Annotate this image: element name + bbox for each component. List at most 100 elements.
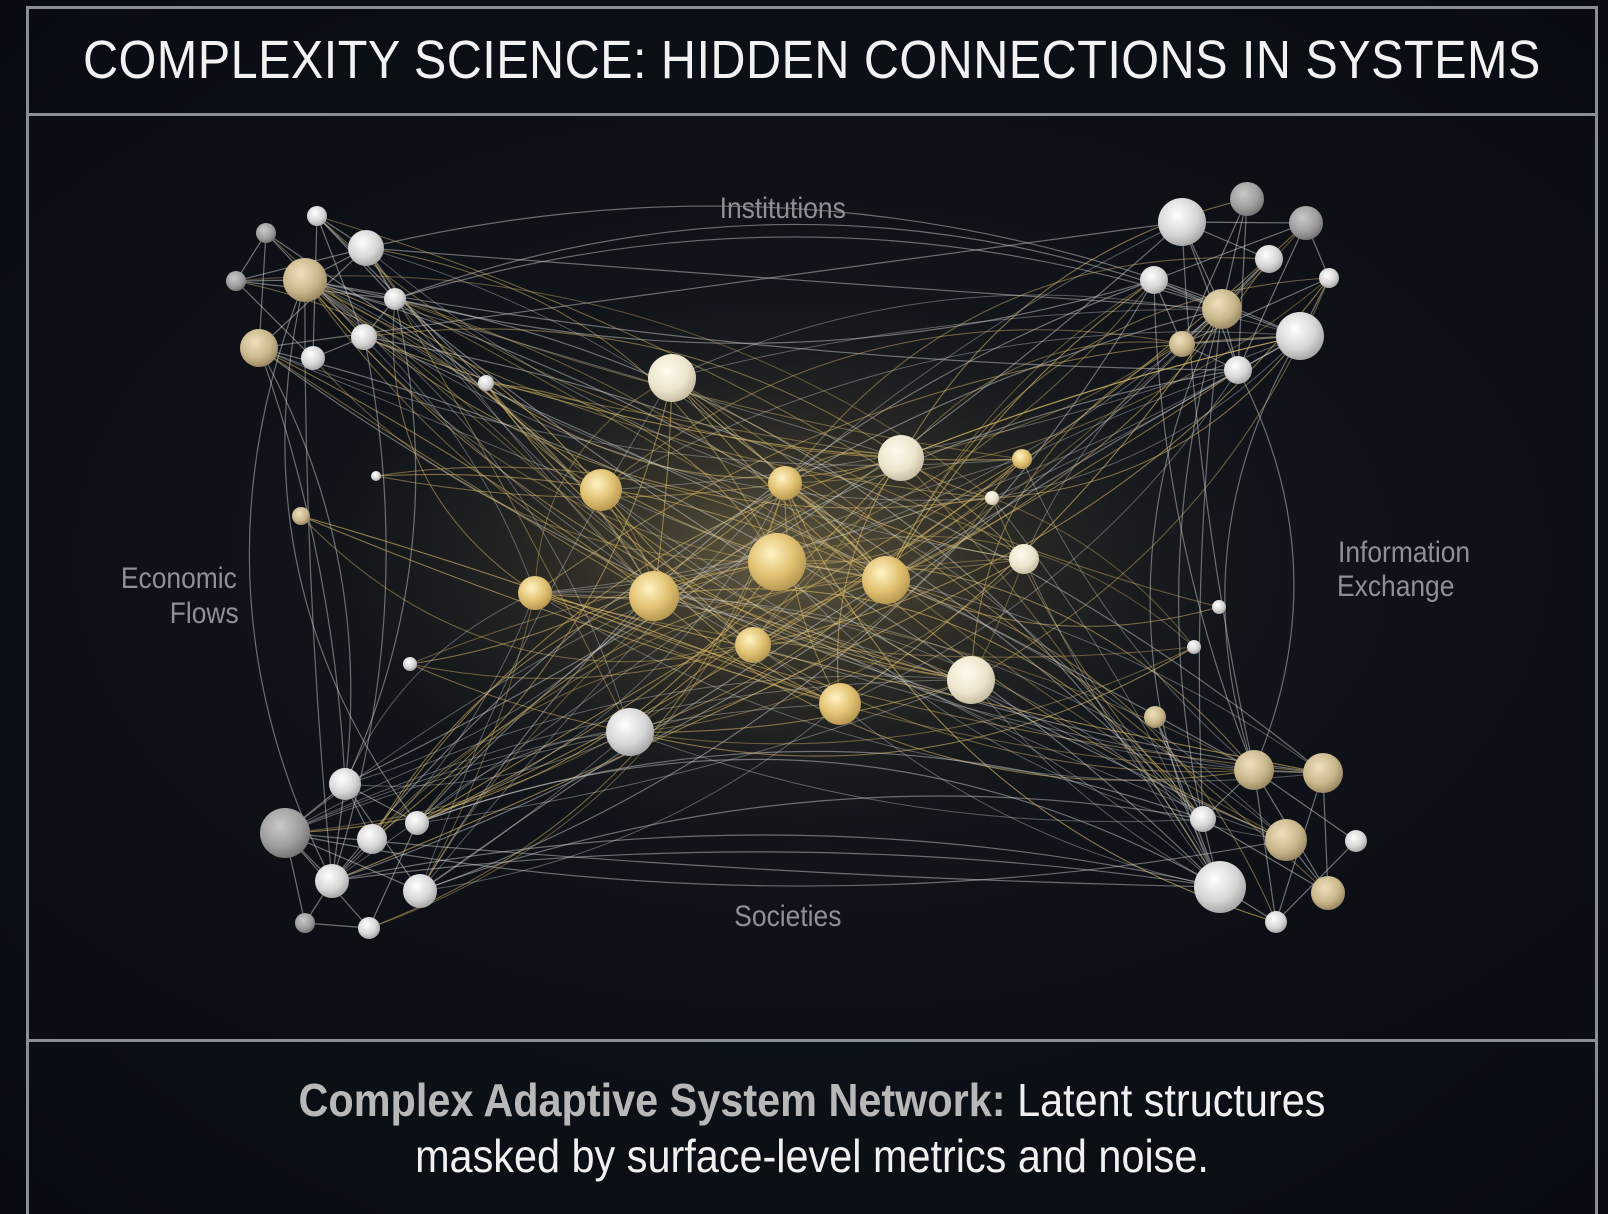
network-edge [419, 457, 902, 892]
network-edge [776, 458, 1023, 565]
network-edge [784, 257, 1270, 484]
network-node [1255, 245, 1283, 273]
page-title: COMPLEXITY SCIENCE: HIDDEN CONNECTIONS I… [83, 29, 1541, 90]
network-edge [752, 644, 1255, 773]
network-edge [331, 308, 1223, 882]
network-edge [1178, 308, 1223, 888]
network-edge [258, 347, 655, 597]
network-node [1234, 750, 1274, 790]
network-edge [371, 457, 902, 840]
network-node [947, 656, 995, 704]
label-institutions: Institutions [719, 192, 846, 225]
network-edge [534, 592, 1324, 774]
network-edge [409, 663, 631, 733]
label-flows: Flows [169, 597, 239, 630]
network-edge [671, 377, 1329, 894]
network-edge [900, 222, 1307, 459]
network-edge [419, 703, 841, 892]
network-edge [784, 482, 972, 681]
network-edge [235, 280, 655, 597]
network-edge [344, 731, 631, 787]
network-node [371, 471, 381, 481]
title-bar: COMPLEXITY SCIENCE: HIDDEN CONNECTIONS I… [26, 6, 1598, 116]
network-edge [304, 279, 602, 491]
network-node [518, 576, 552, 610]
network-node [240, 329, 278, 367]
network-edge [885, 579, 1220, 627]
network-edge [900, 341, 1183, 459]
network-edge [304, 279, 993, 509]
network-edge [1181, 198, 1248, 345]
network-edge [629, 731, 1204, 823]
network-edge [885, 579, 1287, 841]
network-edge [629, 646, 1195, 757]
network-edge [258, 347, 778, 563]
network-edge [394, 298, 887, 581]
network-node [1158, 198, 1206, 246]
network-node [1289, 206, 1323, 240]
network-edge [653, 279, 1155, 597]
network-node [301, 346, 325, 370]
network-edge [416, 458, 1023, 824]
node-layer [226, 182, 1367, 939]
network-node [358, 917, 380, 939]
network-edge [1153, 222, 1307, 281]
network-edge [534, 592, 1324, 774]
network-edge [534, 592, 841, 705]
network-edge [839, 703, 1221, 888]
network-edge [416, 482, 786, 824]
network-edge [416, 579, 887, 824]
network-edge [776, 560, 1255, 771]
network-edge [300, 515, 754, 663]
network-node [768, 466, 802, 500]
network-edge [836, 457, 902, 705]
network-node [1190, 806, 1216, 832]
network-edge [284, 675, 972, 834]
network-edge [885, 579, 1277, 923]
network-edge [600, 489, 1255, 771]
network-edge [371, 561, 778, 840]
network-edge [600, 489, 841, 705]
network-node [403, 657, 417, 671]
network-edge [991, 497, 1195, 648]
network-node [878, 435, 924, 481]
network-edge [284, 279, 418, 824]
network-edge [394, 298, 841, 705]
network-edge [629, 646, 1195, 745]
network-node [606, 708, 654, 756]
network-edge [1021, 369, 1239, 460]
network-edge [485, 382, 902, 479]
label-economic: Economic [120, 562, 237, 595]
network-edge [419, 731, 631, 892]
network-node [1345, 830, 1367, 852]
network-edge [265, 232, 487, 384]
network-edge [394, 298, 1023, 460]
network-edge [416, 679, 972, 824]
network-edge [534, 592, 1195, 658]
label-societies: Societies [734, 900, 842, 933]
network-node [1276, 312, 1324, 360]
network-edge [371, 644, 754, 840]
network-edge [416, 458, 1023, 824]
network-edge [365, 247, 1223, 310]
network-node [1230, 182, 1264, 216]
network-node [256, 223, 276, 243]
network-edge [304, 279, 655, 597]
network-edge [600, 335, 1301, 491]
network-edge [653, 588, 1204, 820]
network-edge [1237, 369, 1295, 771]
network-edge [629, 558, 1025, 733]
network-node [862, 556, 910, 604]
network-node [478, 375, 494, 391]
network-node [295, 913, 315, 933]
network-edge [331, 336, 387, 882]
network-edge [784, 482, 1221, 888]
network-edge [316, 215, 902, 459]
network-edge [885, 279, 1155, 581]
network-edge [991, 335, 1301, 499]
network-edge [304, 279, 655, 597]
outer-frame [26, 6, 1598, 1214]
network-edge [304, 279, 972, 681]
network-node [1311, 876, 1345, 910]
network-edge [1023, 558, 1221, 888]
